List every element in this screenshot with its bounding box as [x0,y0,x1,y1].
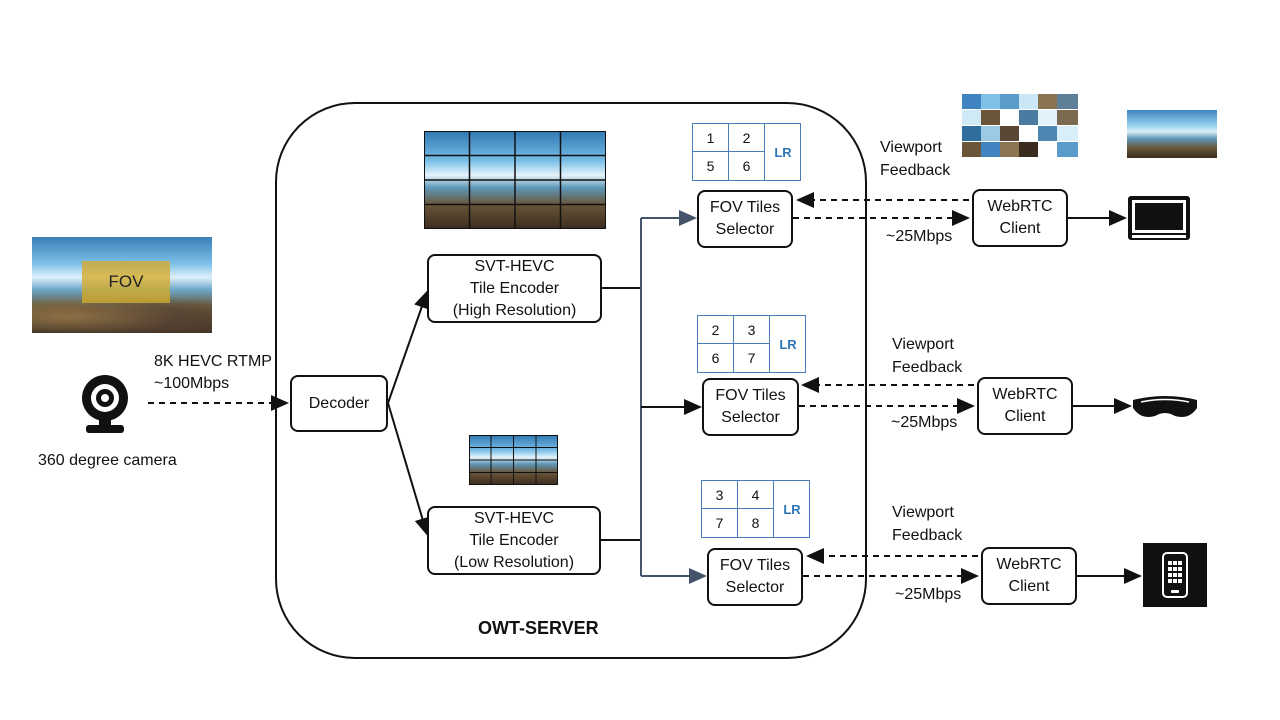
tile-lr-label: LR [774,144,792,160]
camera-stream-line2: ~100Mbps [154,375,230,392]
viewport-feedback-2a: Viewport [892,336,954,353]
decoder-box: Decoder [290,375,388,432]
client-line2: Client [1004,408,1046,425]
tile-cell: 4 [738,481,774,509]
encoder-low-line1: SVT-HEVC [473,509,554,527]
viewport-thumbnail-image [1127,110,1217,158]
panorama-image: FOV [32,237,212,333]
viewport-feedback-1b: Feedback [880,162,951,179]
selector-line2: Selector [725,579,785,596]
tile-cell: 3 [734,316,770,344]
camera-label: 360 degree camera [38,452,177,469]
tile-cell: 5 [693,152,729,180]
client-line2: Client [1008,578,1050,595]
viewport-feedback-3a: Viewport [892,504,954,521]
tile-cell: 7 [734,344,770,372]
tile-mosaic-image [962,94,1078,157]
tile-cell: 6 [729,152,765,180]
vr-headset-icon [1131,392,1199,422]
owt-server-container [275,102,867,659]
tile-cell: 1 [693,124,729,152]
camera-stream-line1: 8K HEVC RTMP [154,353,272,370]
selector-line2: Selector [715,221,775,238]
low-res-tiled-image [469,435,558,485]
tile-lr-label: LR [783,501,801,517]
tile-grid-2: 2 3 LR 6 7 [697,315,806,373]
fov-tiles-selector-2: FOV Tiles Selector [702,378,799,436]
viewport-feedback-2b: Feedback [892,359,963,376]
encoder-low-line3: (Low Resolution) [453,553,575,571]
client-line1: WebRTC [992,386,1058,403]
encoder-low-line2: Tile Encoder [469,531,559,549]
client-line2: Client [999,220,1041,237]
camera-icon [80,374,130,434]
encoder-low-box: SVT-HEVC Tile Encoder (Low Resolution) [427,506,601,575]
smartphone-icon [1143,543,1207,607]
client-line1: WebRTC [987,198,1053,215]
tile-cell: 7 [702,509,738,537]
client-line1: WebRTC [996,556,1062,573]
selector-line1: FOV Tiles [715,387,786,404]
tile-cell: 2 [698,316,734,344]
fov-tiles-selector-3: FOV Tiles Selector [707,548,803,606]
encoder-high-line3: (High Resolution) [452,301,577,319]
bitrate-1: ~25Mbps [886,228,953,245]
fov-region: FOV [82,261,170,303]
viewport-feedback-3b: Feedback [892,527,963,544]
tile-cell: 3 [702,481,738,509]
selector-line1: FOV Tiles [719,557,791,574]
encoder-high-box: SVT-HEVC Tile Encoder (High Resolution) [427,254,602,323]
high-res-tiled-image [424,131,606,229]
webrtc-client-2: WebRTC Client [977,377,1073,435]
encoder-high-line2: Tile Encoder [469,279,560,297]
webrtc-client-3: WebRTC Client [981,547,1077,605]
viewport-feedback-1a: Viewport [880,139,942,156]
encoder-high-line1: SVT-HEVC [474,257,555,275]
server-title: OWT-SERVER [478,618,599,638]
decoder-label: Decoder [308,394,370,412]
tile-cell: 2 [729,124,765,152]
tile-grid-3: 3 4 LR 7 8 [701,480,810,538]
tile-cell: 6 [698,344,734,372]
fov-label: FOV [108,272,144,291]
selector-line2: Selector [721,409,780,426]
laptop-icon [1127,195,1191,241]
tile-lr-label: LR [779,336,797,352]
bitrate-3: ~25Mbps [895,586,962,603]
fov-tiles-selector-1: FOV Tiles Selector [697,190,793,248]
webrtc-client-1: WebRTC Client [972,189,1068,247]
tile-grid-1: 1 2 LR 5 6 [692,123,801,181]
selector-line1: FOV Tiles [709,199,781,216]
bitrate-2: ~25Mbps [891,414,958,431]
tile-cell: 8 [738,509,774,537]
